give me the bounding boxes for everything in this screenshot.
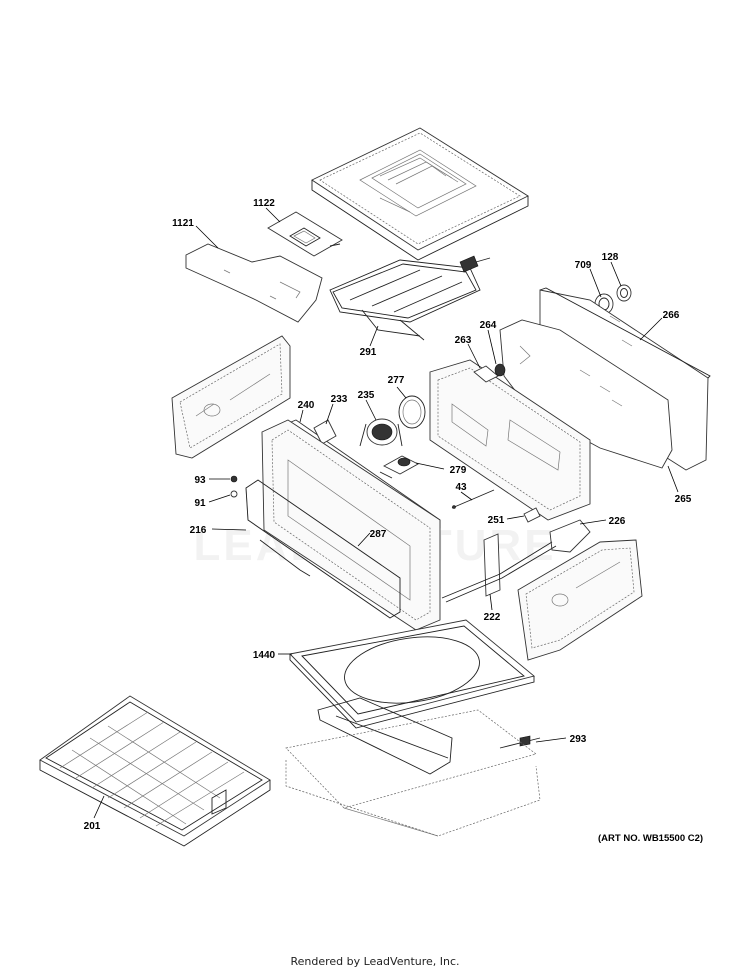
part-43-rod xyxy=(451,489,495,509)
part-264-grommet xyxy=(494,363,506,377)
label-264: 264 xyxy=(480,320,497,331)
oven-top-panel xyxy=(311,127,529,261)
part-279-bracket xyxy=(379,455,419,479)
label-93: 93 xyxy=(194,475,206,486)
label-201: 201 xyxy=(84,821,101,832)
part-293-bake-element xyxy=(317,697,541,775)
leader-lines xyxy=(93,207,679,819)
label-266: 266 xyxy=(663,310,680,321)
part-128-gasket xyxy=(616,284,632,302)
label-265: 265 xyxy=(675,494,692,505)
right-side-panel xyxy=(517,539,643,661)
label-43: 43 xyxy=(455,482,467,493)
part-277-gasket xyxy=(398,395,426,429)
label-709: 709 xyxy=(575,260,592,271)
oven-bottom-panel xyxy=(285,709,541,837)
part-235-fan-motor xyxy=(359,418,403,447)
part-251-clip xyxy=(523,507,541,523)
label-91: 91 xyxy=(194,498,206,509)
left-side-panel xyxy=(171,335,291,459)
label-1122: 1122 xyxy=(253,198,275,209)
label-287: 287 xyxy=(370,529,387,540)
part-291-broil-element xyxy=(329,255,491,341)
part-263-bracket xyxy=(473,365,499,383)
door-frame xyxy=(261,419,441,631)
label-1121: 1121 xyxy=(172,218,194,229)
label-128: 128 xyxy=(602,252,619,263)
part-1122-plate xyxy=(267,211,343,257)
label-233: 233 xyxy=(331,394,348,405)
part-93-screw xyxy=(230,475,238,483)
part-91-screw xyxy=(230,490,238,498)
part-201-oven-rack xyxy=(39,695,271,847)
part-216-door-gasket xyxy=(245,479,401,619)
label-293: 293 xyxy=(570,734,587,745)
part-1440-window xyxy=(289,619,535,729)
label-251: 251 xyxy=(488,515,505,526)
label-279: 279 xyxy=(450,465,467,476)
part-233-bracket xyxy=(313,419,337,445)
part-222-hinge xyxy=(441,533,557,603)
footer-credit: Rendered by LeadVenture, Inc. xyxy=(290,955,460,968)
rear-wall-panel xyxy=(429,359,591,521)
label-277: 277 xyxy=(388,375,405,386)
part-1121-insulation xyxy=(185,243,323,323)
label-222: 222 xyxy=(484,612,501,623)
art-number: (ART NO. WB15500 C2) xyxy=(598,833,704,844)
label-263: 263 xyxy=(455,335,472,346)
label-216: 216 xyxy=(190,525,207,536)
label-235: 235 xyxy=(358,390,375,401)
part-labels: 1122 1121 291 709 128 266 264 263 277 23… xyxy=(84,198,692,832)
part-226-bracket xyxy=(549,519,591,553)
label-226: 226 xyxy=(609,516,626,527)
label-240: 240 xyxy=(298,400,315,411)
label-291: 291 xyxy=(360,347,377,358)
label-1440: 1440 xyxy=(253,650,276,661)
